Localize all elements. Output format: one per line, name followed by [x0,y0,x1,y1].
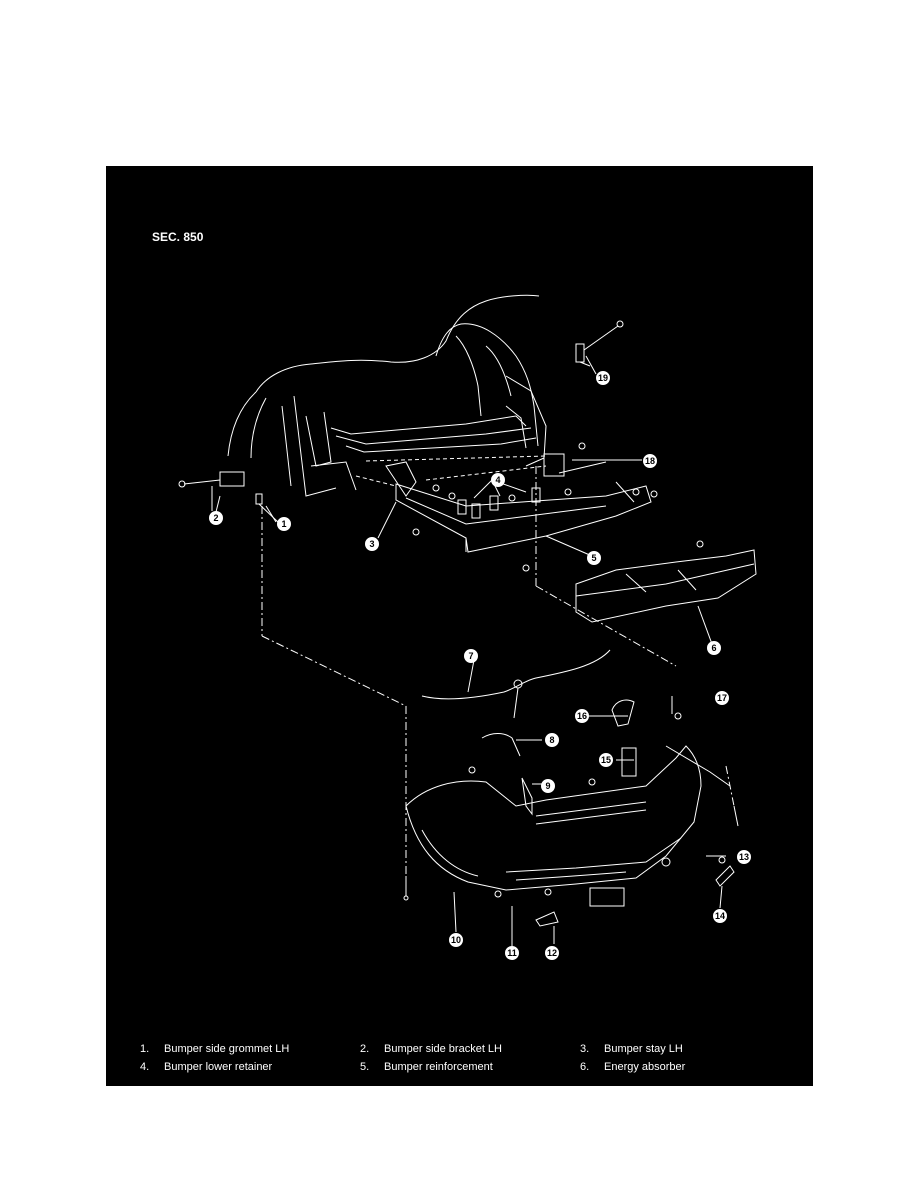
callout-circle [464,649,478,663]
callout-number: 1 [281,519,286,529]
bumper-reinforcement [355,442,704,572]
callout-8: 8 [545,733,559,747]
callout-2: 2 [209,511,223,525]
wire-harness [421,649,611,719]
callout-circle [449,933,463,947]
callout-circle [575,709,589,723]
bumper-fascia [403,745,739,927]
callout-13: 13 [737,850,751,864]
callout-number: 3 [369,539,374,549]
energy-absorber [575,549,757,623]
callout-16: 16 [575,709,589,723]
callout-number: 19 [598,373,608,383]
callout-circle [491,473,505,487]
callout-15: 15 [599,753,613,767]
leader-lines [215,355,726,946]
callout-9: 9 [541,779,555,793]
legend-row: 4.Bumper lower retainer 5.Bumper reinfor… [106,1061,813,1079]
callout-circle [737,850,751,864]
callout-number: 6 [711,643,716,653]
callout-6: 6 [707,641,721,655]
callout-number: 15 [601,755,611,765]
callout-12: 12 [545,946,559,960]
callout-number: 18 [645,456,655,466]
callout-number: 11 [507,948,517,958]
callout-circle [643,454,657,468]
callout-number: 10 [451,935,461,945]
legend-item: 4.Bumper lower retainer [140,1061,273,1073]
callout-number: 7 [468,651,473,661]
callout-1: 1 [277,517,291,531]
callout-7: 7 [464,649,478,663]
callout-circle [587,551,601,565]
callout-number: 12 [547,948,557,958]
upper-brackets [178,320,624,523]
callout-circle [545,946,559,960]
callout-number: 4 [495,475,500,485]
legend-item: 6.Energy absorber [580,1061,686,1073]
callout-number: 2 [213,513,218,523]
callout-number: 9 [545,781,550,791]
callout-number: 14 [715,911,725,921]
callout-11: 11 [505,946,519,960]
legend-row: 1.Bumper side grommet LH 2.Bumper side b… [106,1043,813,1061]
legend-item: 3.Bumper stay LH [580,1043,683,1055]
callout-circle [707,641,721,655]
callout-circle [365,537,379,551]
callout-number: 17 [717,693,727,703]
callout-circle [715,691,729,705]
legend-item: 1.Bumper side grommet LH [140,1043,290,1055]
callout-5: 5 [587,551,601,565]
callout-circle [713,909,727,923]
callout-number: 5 [591,553,596,563]
callout-4: 4 [491,473,505,487]
callout-14: 14 [713,909,727,923]
callout-circle [599,753,613,767]
callout-17: 17 [715,691,729,705]
small-parts [468,696,682,816]
callout-18: 18 [643,454,657,468]
parts-legend: 1.Bumper side grommet LH 2.Bumper side b… [106,1043,813,1079]
callout-19: 19 [596,371,610,385]
callout-10: 10 [449,933,463,947]
guide-lines [261,466,735,876]
callout-3: 3 [365,537,379,551]
callout-number: 8 [549,735,554,745]
section-label: SEC. 850 [152,230,204,244]
callout-circle [209,511,223,525]
callout-number: 13 [739,852,749,862]
legend-item: 2.Bumper side bracket LH [360,1043,502,1055]
vehicle-body-rear [227,294,547,497]
callout-circle [596,371,610,385]
legend-item: 5.Bumper reinforcement [360,1061,493,1073]
callout-circle [505,946,519,960]
exploded-diagram: SEC. 850 [106,166,813,1086]
callout-circle [277,517,291,531]
callout-circle [541,779,555,793]
callout-circle [545,733,559,747]
callout-number: 16 [577,711,587,721]
